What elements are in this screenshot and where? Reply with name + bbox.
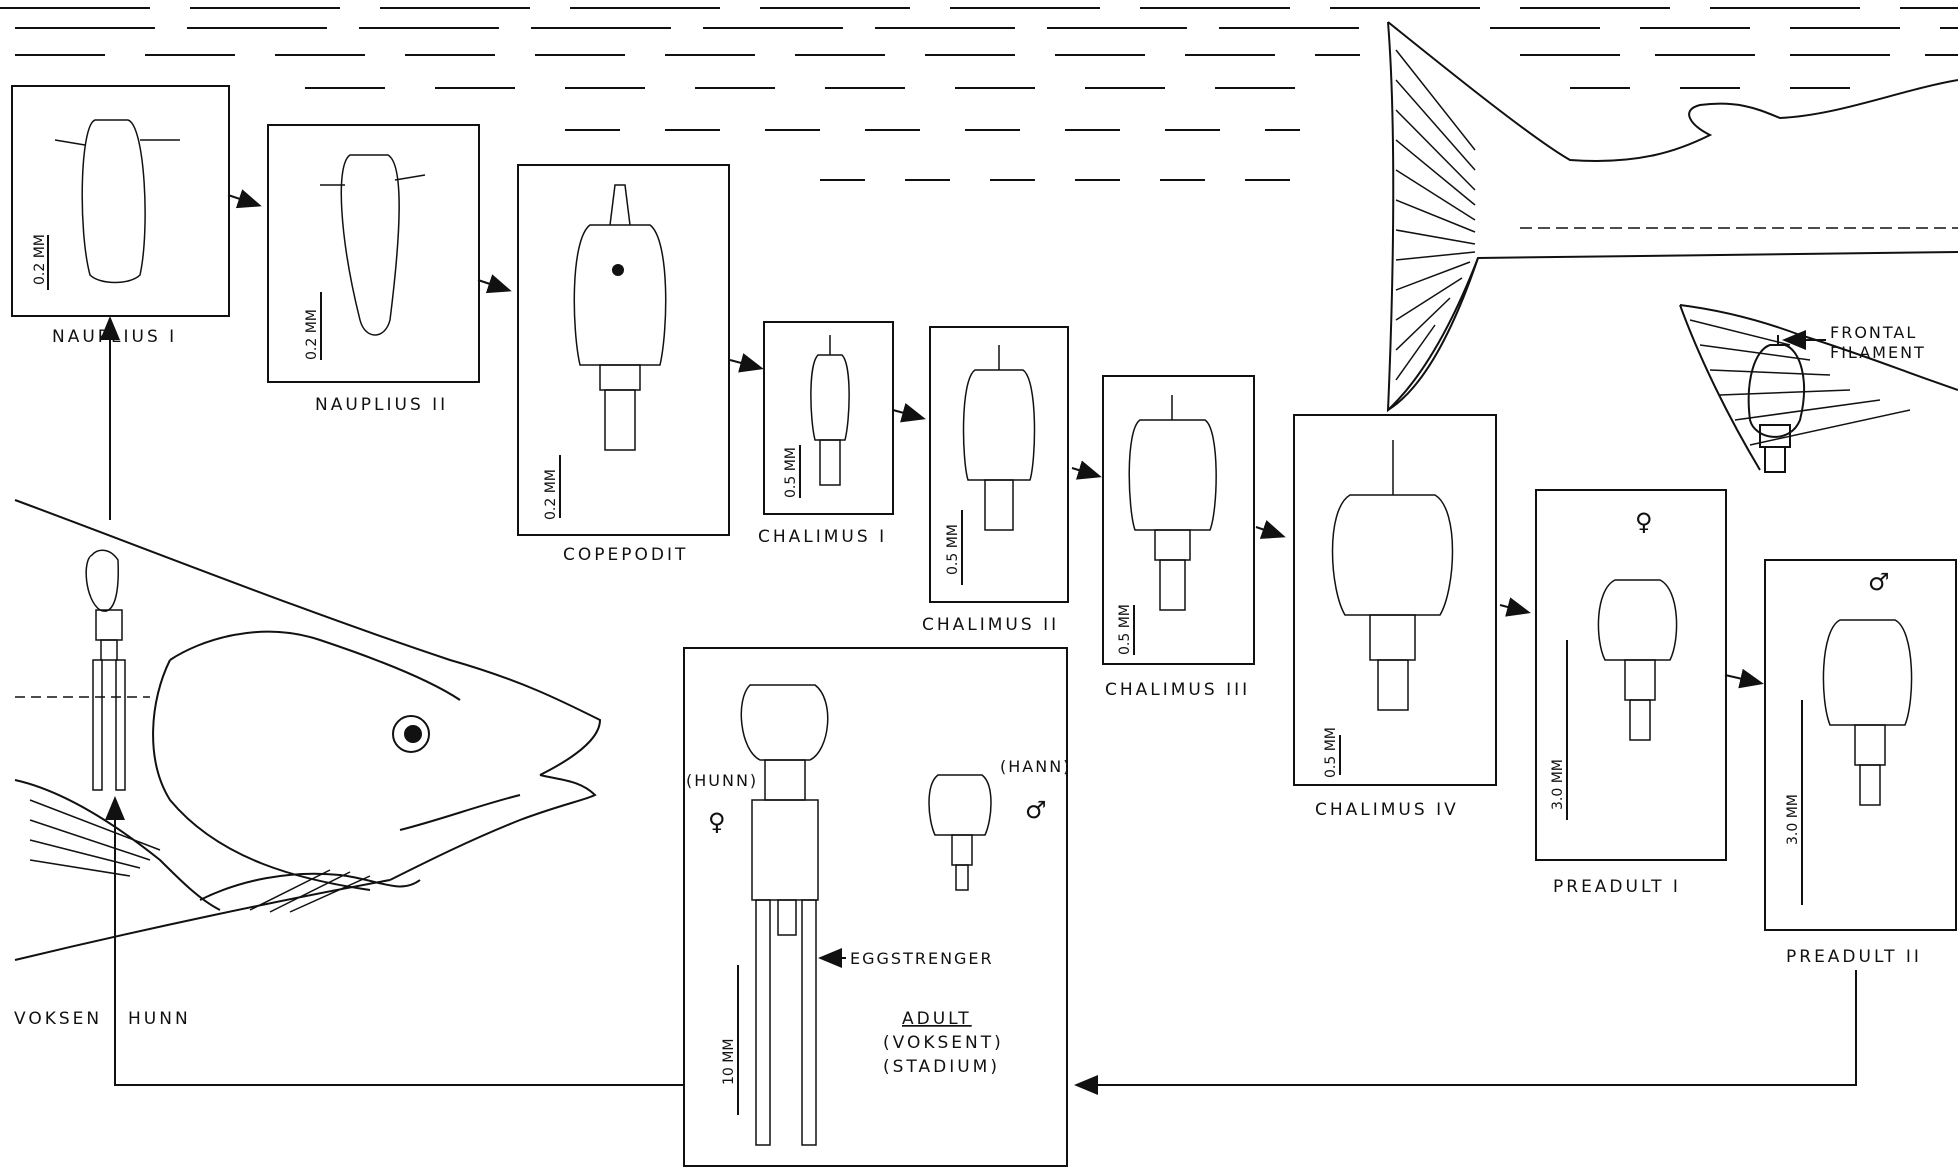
water-surface-lines bbox=[0, 8, 1958, 180]
sex-symbol-male: ♂ bbox=[1868, 568, 1890, 596]
scale-nauplius-2: 0.2 MM bbox=[304, 309, 320, 360]
label-preadult-1: PREADULT I bbox=[1553, 877, 1681, 897]
stage-adult: (HUNN) ♀ (HANN) ♂ EGGSTRENGER 10 MM ADUL… bbox=[684, 648, 1071, 1166]
scale-preadult-2: 3.0 MM bbox=[1785, 794, 1801, 845]
adult-female-label: (HUNN) bbox=[686, 771, 758, 790]
frontal-filament-line2: FILAMENT bbox=[1830, 343, 1926, 362]
adult-female-on-host-drawing bbox=[86, 550, 125, 790]
adult-male-symbol: ♂ bbox=[1025, 796, 1047, 824]
stage-copepodit: 0.2 MM COPEPODIT bbox=[518, 165, 729, 565]
host-voksen-label: VOKSEN bbox=[14, 1009, 102, 1029]
label-chalimus-3: CHALIMUS III bbox=[1105, 680, 1250, 700]
label-chalimus-1: CHALIMUS I bbox=[758, 527, 887, 547]
scale-preadult-1: 3.0 MM bbox=[1550, 759, 1566, 810]
stage-chalimus-1: 0.5 MM CHALIMUS I bbox=[758, 322, 893, 547]
label-nauplius-2: NAUPLIUS II bbox=[315, 395, 448, 415]
adult-female-symbol: ♀ bbox=[708, 808, 726, 836]
frontal-filament-label: FRONTAL FILAMENT bbox=[1786, 323, 1926, 362]
stage-nauplius-2: 0.2 MM NAUPLIUS II bbox=[268, 125, 479, 415]
salmon-tail-drawing bbox=[1388, 22, 1958, 472]
frontal-filament-line1: FRONTAL bbox=[1830, 323, 1917, 342]
label-nauplius-1: NAUPLIUS I bbox=[52, 327, 177, 347]
stage-chalimus-3: 0.5 MM CHALIMUS III bbox=[1103, 376, 1254, 700]
stage-chalimus-2: 0.5 MM CHALIMUS II bbox=[922, 327, 1068, 635]
scale-nauplius-1: 0.2 MM bbox=[32, 234, 48, 285]
stage-preadult-1: ♀ 3.0 MM PREADULT I bbox=[1536, 490, 1726, 897]
label-chalimus-4: CHALIMUS IV bbox=[1315, 800, 1459, 820]
host-hunn-label: HUNN bbox=[128, 1009, 191, 1029]
adult-line2: (VOKSENT) bbox=[883, 1033, 1004, 1053]
label-chalimus-2: CHALIMUS II bbox=[922, 615, 1059, 635]
scale-chalimus-2: 0.5 MM bbox=[945, 524, 961, 575]
adult-male-label: (HANN) bbox=[1000, 757, 1071, 776]
egg-strings-label: EGGSTRENGER bbox=[850, 949, 994, 968]
sex-symbol-female: ♀ bbox=[1635, 508, 1653, 536]
stage-preadult-2: ♂ 3.0 MM PREADULT II bbox=[1765, 560, 1956, 967]
label-preadult-2: PREADULT II bbox=[1786, 947, 1922, 967]
scale-adult: 10 MM bbox=[721, 1039, 737, 1085]
scale-chalimus-4: 0.5 MM bbox=[1323, 727, 1339, 778]
stage-nauplius-1: 0.2 MM NAUPLIUS I bbox=[12, 86, 229, 347]
label-copepodit: COPEPODIT bbox=[563, 545, 688, 565]
scale-copepodit: 0.2 MM bbox=[543, 469, 559, 520]
adult-title: ADULT bbox=[902, 1009, 972, 1029]
stage-chalimus-4: 0.5 MM CHALIMUS IV bbox=[1294, 415, 1496, 820]
adult-line3: (STADIUM) bbox=[883, 1057, 1000, 1077]
scale-chalimus-3: 0.5 MM bbox=[1117, 604, 1133, 655]
scale-chalimus-1: 0.5 MM bbox=[783, 447, 799, 498]
